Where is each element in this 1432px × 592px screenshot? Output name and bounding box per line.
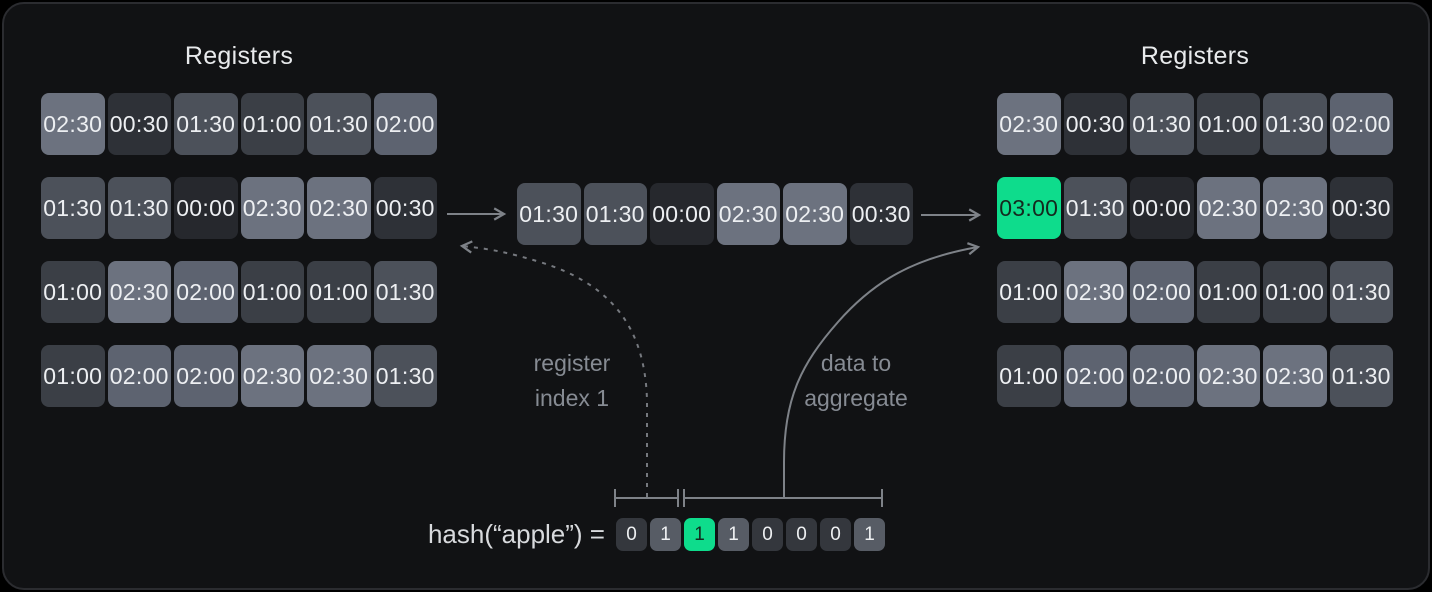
register-cell: 00:30 bbox=[107, 93, 171, 155]
register-cell: 02:30 bbox=[1063, 261, 1127, 323]
register-cell: 01:00 bbox=[1196, 93, 1260, 155]
register-cell: 02:30 bbox=[716, 183, 780, 245]
register-cell: 02:30 bbox=[1196, 177, 1260, 239]
register-cell: 01:30 bbox=[1329, 261, 1393, 323]
register-index-label-line1: register bbox=[533, 350, 611, 376]
hash-bit: 1 bbox=[650, 518, 681, 551]
data-aggregate-label: data to aggregate bbox=[761, 346, 951, 416]
register-cell: 01:00 bbox=[240, 93, 304, 155]
hash-bit: 0 bbox=[820, 518, 851, 551]
hash-bit: 1 bbox=[718, 518, 749, 551]
register-cell: 01:30 bbox=[1329, 345, 1393, 407]
register-cell: 02:00 bbox=[1329, 93, 1393, 155]
register-cell: 00:00 bbox=[174, 177, 238, 239]
register-cell: 01:00 bbox=[1263, 261, 1327, 323]
register-cell: 01:00 bbox=[997, 261, 1061, 323]
register-cell: 02:30 bbox=[240, 345, 304, 407]
hash-bit: 1 bbox=[854, 518, 885, 551]
register-cell: 01:30 bbox=[517, 183, 581, 245]
register-cell: 01:30 bbox=[373, 261, 437, 323]
hash-expression-label: hash(“apple”) = bbox=[427, 519, 605, 549]
register-cell: 02:30 bbox=[1263, 177, 1327, 239]
register-cell: 02:00 bbox=[373, 93, 437, 155]
register-cell: 02:30 bbox=[107, 261, 171, 323]
register-cell: 01:30 bbox=[1063, 177, 1127, 239]
register-cell: 02:30 bbox=[997, 93, 1061, 155]
register-cell: 01:30 bbox=[583, 183, 647, 245]
register-cell: 02:00 bbox=[174, 261, 238, 323]
data-aggregate-label-line1: data to bbox=[820, 350, 892, 376]
register-cell: 00:30 bbox=[849, 183, 913, 245]
register-index-label-line2: index 1 bbox=[534, 385, 610, 411]
register-cell: 01:00 bbox=[997, 345, 1061, 407]
register-cell: 01:30 bbox=[1263, 93, 1327, 155]
register-cell: 02:30 bbox=[41, 93, 105, 155]
register-cell: 01:30 bbox=[1130, 93, 1194, 155]
register-cell: 00:30 bbox=[1063, 93, 1127, 155]
register-cell: 01:30 bbox=[174, 93, 238, 155]
hash-bit-highlighted: 1 bbox=[684, 518, 715, 551]
register-index-label: register index 1 bbox=[477, 346, 667, 416]
register-cell: 02:30 bbox=[240, 177, 304, 239]
register-cell-highlighted: 03:00 bbox=[997, 177, 1061, 239]
register-cell: 02:30 bbox=[1196, 345, 1260, 407]
register-cell: 00:30 bbox=[1329, 177, 1393, 239]
register-cell: 00:00 bbox=[1130, 177, 1194, 239]
register-cell: 01:30 bbox=[107, 177, 171, 239]
register-cell: 01:00 bbox=[41, 345, 105, 407]
register-cell: 02:00 bbox=[107, 345, 171, 407]
hash-bit: 0 bbox=[786, 518, 817, 551]
register-cell: 01:00 bbox=[240, 261, 304, 323]
register-cell: 01:30 bbox=[373, 345, 437, 407]
hash-bit: 0 bbox=[752, 518, 783, 551]
register-cell: 02:30 bbox=[307, 345, 371, 407]
register-cell: 01:30 bbox=[307, 93, 371, 155]
registers-title-right: Registers bbox=[1140, 42, 1250, 70]
data-aggregate-label-line2: aggregate bbox=[804, 385, 908, 411]
register-cell: 00:00 bbox=[650, 183, 714, 245]
register-cell: 01:00 bbox=[1196, 261, 1260, 323]
register-cell: 02:00 bbox=[174, 345, 238, 407]
register-cell: 02:00 bbox=[1130, 261, 1194, 323]
register-cell: 02:00 bbox=[1130, 345, 1194, 407]
register-cell: 00:30 bbox=[373, 177, 437, 239]
register-cell: 02:30 bbox=[783, 183, 847, 245]
register-cell: 02:30 bbox=[307, 177, 371, 239]
register-cell: 01:00 bbox=[41, 261, 105, 323]
register-cell: 01:30 bbox=[41, 177, 105, 239]
register-cell: 02:30 bbox=[1263, 345, 1327, 407]
hash-bit: 0 bbox=[616, 518, 647, 551]
registers-title-left: Registers bbox=[184, 42, 294, 70]
register-cell: 02:00 bbox=[1063, 345, 1127, 407]
register-cell: 01:00 bbox=[307, 261, 371, 323]
